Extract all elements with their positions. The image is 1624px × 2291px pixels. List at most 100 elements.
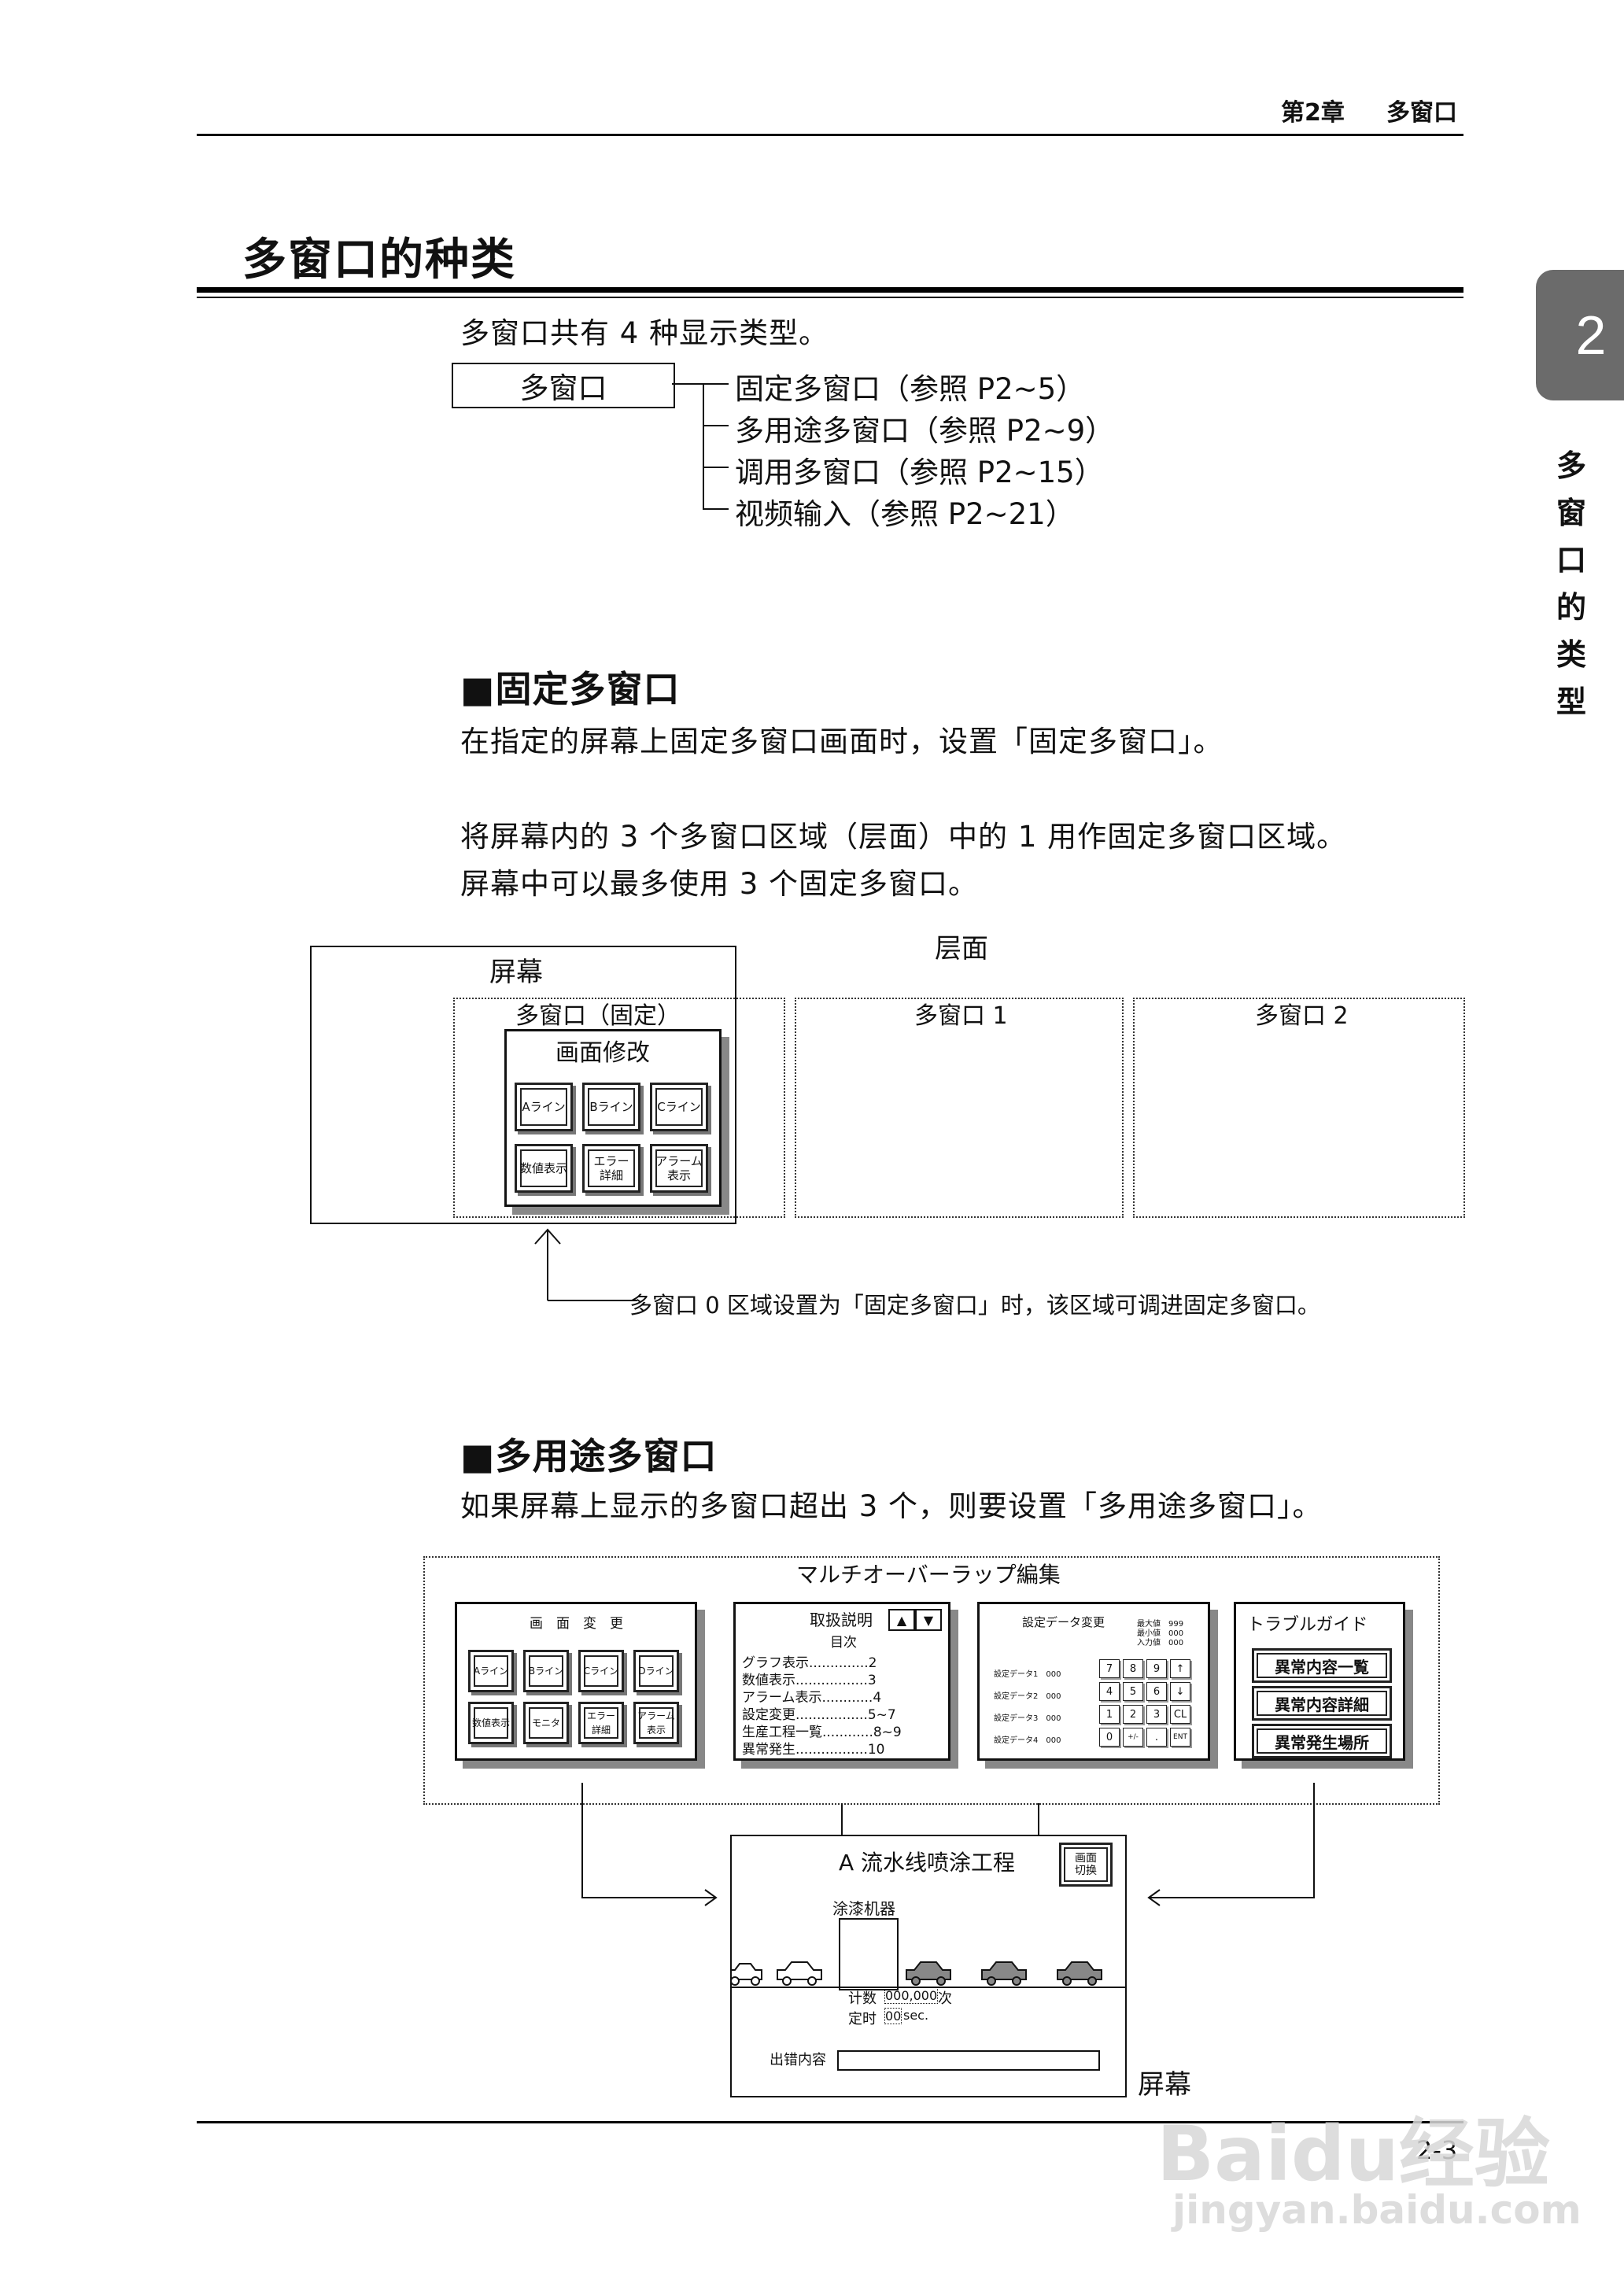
fixed-para1: 在指定的屏幕上固定多窗口画面时，设置「固定多窗口」。	[460, 725, 1224, 758]
settings-title: 設定データ変更	[1022, 1615, 1105, 1629]
screen-change-title: 画 面 変 更	[530, 1616, 623, 1632]
settings-limit: 最小値 000	[1137, 1629, 1184, 1638]
keypad-key[interactable]: 3	[1146, 1705, 1167, 1724]
keypad-key[interactable]: 0	[1099, 1728, 1120, 1747]
timer-label: 定时	[848, 2011, 877, 2027]
paint-machine	[839, 1918, 899, 1990]
trouble-guide-title: トラブルガイド	[1247, 1615, 1368, 1635]
mp-b-line-button[interactable]: Bライン	[523, 1650, 569, 1692]
fixed-para2: 将屏幕内的 3 个多窗口区域（层面）中的 1 用作固定多窗口区域。	[460, 820, 1347, 854]
mp-alarm-button[interactable]: アラーム 表示	[633, 1702, 679, 1744]
tree-item-multipurpose: 多用途多窗口（参照 P2~9）	[735, 414, 1115, 448]
area0-label: 多窗口（固定）	[515, 1002, 681, 1030]
page-number: 2-3	[1416, 2135, 1458, 2165]
error-content-label: 出错内容	[770, 2052, 826, 2068]
screen-switch-button[interactable]: 画面 切换	[1059, 1843, 1113, 1887]
side-vertical-title: 多 窗 口 的 类 型	[1556, 448, 1586, 719]
tree-item-fixed: 固定多窗口（参照 P2~5）	[735, 372, 1086, 406]
error-content-field	[837, 2050, 1100, 2071]
mp-monitor-button[interactable]: モニタ	[523, 1702, 569, 1744]
keypad-key[interactable]: 6	[1146, 1682, 1167, 1701]
keypad-key[interactable]: 8	[1123, 1659, 1143, 1678]
fixed-note-arrow	[534, 1228, 637, 1301]
mp-a-line-button[interactable]: Aライン	[468, 1650, 514, 1692]
target-screen: A 流水线喷涂工程 画面 切换 涂漆机器 计数 000,000 次 定时 00 …	[730, 1835, 1127, 2097]
count-label: 计数	[848, 1990, 877, 2007]
mp-d-line-button[interactable]: Dライン	[633, 1650, 679, 1692]
overlap-group	[423, 1556, 1440, 1805]
mp-numeric-button[interactable]: 数値表示	[468, 1702, 514, 1744]
chapter-title: 多窗口	[1386, 99, 1457, 127]
chapter-label: 第2章	[1281, 99, 1345, 127]
section-rule-thick	[197, 287, 1463, 293]
a-line-button[interactable]: Aライン	[515, 1083, 573, 1131]
keypad-key[interactable]: ↑	[1170, 1659, 1190, 1678]
settings-panel: 設定データ変更 最大値 999 最小値 000 入力値 000 設定データ1 0…	[977, 1602, 1210, 1761]
trouble-guide-panel: トラブルガイド 異常内容一覧 異常内容詳細 異常発生場所	[1234, 1602, 1405, 1761]
error-detail-button[interactable]: エラー 詳細	[582, 1144, 640, 1193]
multi-heading: ■多用途多窗口	[460, 1435, 718, 1478]
screen-label: 屏幕	[489, 957, 543, 988]
settings-row: 設定データ2 000	[994, 1692, 1061, 1701]
mp-c-line-button[interactable]: Cライン	[578, 1650, 624, 1692]
keypad-key[interactable]: CL	[1170, 1705, 1190, 1724]
manual-line: グラフ表示..............2	[742, 1655, 877, 1671]
page-up-icon[interactable]: ▲	[888, 1609, 915, 1631]
fixed-window-panel: 画面修改 Aライン Bライン Cライン 数値表示 エラー 詳細 アラーム 表示	[504, 1029, 722, 1207]
error-detail-guide-button[interactable]: 異常内容詳細	[1252, 1686, 1392, 1721]
manual-line: アラーム表示............4	[742, 1690, 882, 1706]
page-down-icon[interactable]: ▼	[915, 1609, 942, 1631]
count-unit: 次	[938, 1990, 952, 2007]
keypad-key[interactable]: +/-	[1123, 1728, 1143, 1747]
keypad-key[interactable]: 7	[1099, 1659, 1120, 1678]
b-line-button[interactable]: Bライン	[582, 1083, 640, 1131]
fixed-heading: ■固定多窗口	[460, 668, 681, 710]
manual-line: 異常発生.................10	[742, 1742, 885, 1758]
tree-root-box: 多窗口	[452, 363, 675, 408]
keypad-key[interactable]: ↓	[1170, 1682, 1190, 1701]
chapter-tab-number: 2	[1575, 304, 1607, 366]
machine-label: 涂漆机器	[832, 1899, 895, 1918]
area2-label: 多窗口 2	[1255, 1002, 1349, 1030]
manual-subtitle: 目次	[830, 1635, 857, 1651]
manual-line: 生産工程一覧............8~9	[742, 1725, 902, 1740]
tree-item-call: 调用多窗口（参照 P2~15）	[735, 456, 1104, 489]
keypad-key[interactable]: 5	[1123, 1682, 1143, 1701]
conveyor-cars	[732, 1961, 1125, 1988]
tree-item-video: 视频输入（参照 P2~21）	[735, 497, 1075, 531]
settings-row: 設定データ4 000	[994, 1736, 1061, 1745]
target-screen-caption: 屏幕	[1138, 2069, 1191, 2101]
keypad-key[interactable]: 4	[1099, 1682, 1120, 1701]
fixed-panel-title: 画面修改	[555, 1039, 650, 1067]
error-location-button[interactable]: 異常発生場所	[1252, 1724, 1392, 1758]
header-rule	[197, 134, 1463, 136]
error-list-button[interactable]: 異常内容一覧	[1252, 1648, 1392, 1683]
keypad-key[interactable]: .	[1146, 1728, 1167, 1747]
multi-para: 如果屏幕上显示的多窗口超出 3 个，则要设置「多用途多窗口」。	[460, 1489, 1323, 1523]
c-line-button[interactable]: Cライン	[650, 1083, 708, 1131]
watermark-brand: Baidu经验	[1157, 2110, 1550, 2198]
tree-connector	[672, 383, 729, 510]
keypad-key[interactable]: 9	[1146, 1659, 1167, 1678]
watermark-url: jingyan.baidu.com	[1172, 2187, 1582, 2233]
footer-rule	[197, 2121, 1463, 2123]
settings-row: 設定データ1 000	[994, 1670, 1061, 1679]
manual-title: 取扱説明	[810, 1610, 873, 1629]
count-value: 000,000	[884, 1987, 939, 2004]
chapter-tab[interactable]: 2	[1536, 270, 1624, 400]
numeric-display-button[interactable]: 数値表示	[515, 1144, 573, 1193]
keypad-key[interactable]: 2	[1123, 1705, 1143, 1724]
alarm-display-button[interactable]: アラーム 表示	[650, 1144, 708, 1193]
overlap-group-title: マルチオーバーラップ編集	[796, 1562, 1061, 1588]
mp-error-button[interactable]: エラー 詳細	[578, 1702, 624, 1744]
settings-row: 設定データ3 000	[994, 1714, 1061, 1723]
keypad-key[interactable]: 1	[1099, 1705, 1120, 1724]
fixed-para3: 屏幕中可以最多使用 3 个固定多窗口。	[460, 867, 979, 901]
keypad-key[interactable]: ENT	[1170, 1728, 1190, 1747]
timer-value: 00	[884, 2008, 902, 2024]
area1-label: 多窗口 1	[914, 1002, 1008, 1030]
section-intro: 多窗口共有 4 种显示类型。	[460, 316, 829, 350]
section-rule-thin	[197, 297, 1463, 298]
settings-limit: 入力値 000	[1137, 1639, 1184, 1647]
